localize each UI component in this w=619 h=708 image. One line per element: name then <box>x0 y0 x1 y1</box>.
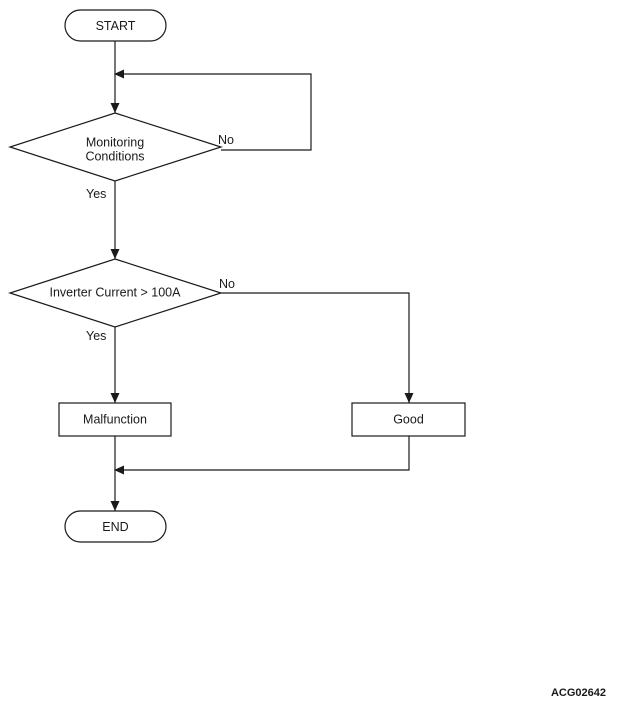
node-end-label: END <box>102 520 128 534</box>
connector-good-merge <box>121 436 410 471</box>
node-malfunction[interactable] <box>58 402 172 437</box>
arrowhead-into-monitoring <box>110 103 120 113</box>
branch-label-monitoring-no: No <box>218 133 234 147</box>
arrowhead-loop-return <box>114 69 124 79</box>
node-good-label: Good <box>393 412 424 426</box>
figure-id-label: ACG02642 <box>551 687 606 699</box>
node-end[interactable] <box>64 510 167 543</box>
node-inverter-label-line1: Inverter Current > 100A <box>50 285 182 299</box>
node-start[interactable] <box>64 9 167 42</box>
arrowhead-into-end <box>110 501 120 511</box>
node-monitoring-label-line1: Monitoring <box>86 135 144 149</box>
node-good[interactable] <box>351 402 466 437</box>
branch-label-monitoring-yes: Yes <box>86 187 106 201</box>
node-inverter-current[interactable] <box>8 258 223 328</box>
connector-monitoring-no-loop <box>121 73 312 151</box>
node-monitoring-label-line2: Conditions <box>85 149 144 163</box>
connector-inverter-no-to-good <box>221 292 410 403</box>
node-malfunction-label: Malfunction <box>83 412 147 426</box>
node-start-label: START <box>96 19 136 33</box>
arrowhead-into-good <box>404 393 414 403</box>
arrowhead-into-malfunction <box>110 393 120 403</box>
branch-label-inverter-yes: Yes <box>86 329 106 343</box>
node-monitoring-conditions[interactable] <box>8 112 223 182</box>
branch-label-inverter-no: No <box>219 277 235 291</box>
arrowhead-into-inverter <box>110 249 120 259</box>
arrowhead-merge-into-main <box>114 465 124 475</box>
